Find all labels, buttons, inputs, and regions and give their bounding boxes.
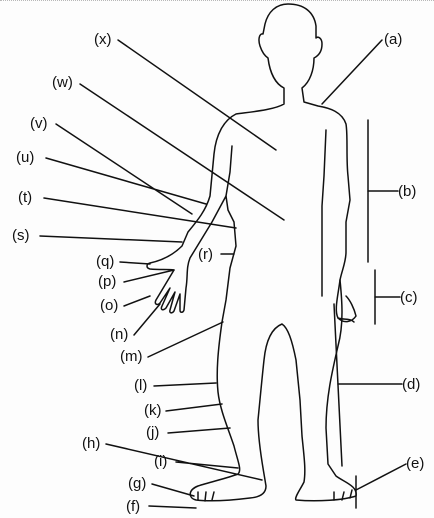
label-f: (f) bbox=[126, 498, 140, 515]
leader-v bbox=[56, 124, 192, 214]
label-s: (s) bbox=[12, 227, 30, 244]
label-i: (i) bbox=[154, 453, 167, 470]
label-o: (o) bbox=[100, 297, 118, 314]
leader-x bbox=[118, 40, 276, 150]
leader-o bbox=[124, 296, 150, 306]
label-j: (j) bbox=[146, 424, 159, 441]
label-p: (p) bbox=[98, 273, 116, 290]
leader-j bbox=[168, 428, 230, 433]
label-q: (q) bbox=[96, 253, 114, 270]
leader-a bbox=[322, 40, 382, 104]
label-u: (u) bbox=[16, 149, 34, 166]
label-e: (e) bbox=[406, 455, 424, 472]
label-d: (d) bbox=[402, 376, 420, 393]
leader-p bbox=[124, 270, 174, 282]
label-b: (b) bbox=[398, 183, 416, 200]
leader-n bbox=[134, 304, 160, 335]
label-g: (g) bbox=[128, 475, 146, 492]
inner-arm-left bbox=[226, 146, 232, 196]
right-hand bbox=[336, 280, 356, 322]
body-silhouette bbox=[147, 4, 356, 501]
leader-s bbox=[40, 236, 182, 242]
label-h: (h) bbox=[82, 435, 100, 452]
leader-u bbox=[46, 158, 206, 204]
label-k: (k) bbox=[144, 402, 162, 419]
leader-l bbox=[154, 383, 216, 386]
label-c: (c) bbox=[400, 289, 418, 306]
label-v: (v) bbox=[30, 115, 48, 132]
leader-m bbox=[148, 322, 223, 357]
body-outline-path bbox=[147, 4, 356, 501]
leader-w bbox=[80, 84, 284, 220]
label-n: (n) bbox=[110, 326, 128, 343]
label-r: (r) bbox=[198, 246, 213, 263]
label-x: (x) bbox=[94, 31, 112, 48]
label-m: (m) bbox=[120, 348, 143, 365]
leader-g bbox=[152, 484, 194, 496]
leader-k bbox=[166, 404, 222, 411]
label-group: (a) (b) (c) (d) (e) (f) (g) (h) (i) (j) … bbox=[12, 31, 424, 515]
label-w: (w) bbox=[52, 74, 73, 91]
label-l: (l) bbox=[134, 377, 147, 394]
leader-e bbox=[356, 464, 406, 490]
leader-f bbox=[149, 506, 196, 508]
inner-arm-right bbox=[322, 130, 326, 296]
label-a: (a) bbox=[384, 31, 402, 48]
label-t: (t) bbox=[18, 189, 32, 206]
leader-q bbox=[120, 262, 150, 264]
